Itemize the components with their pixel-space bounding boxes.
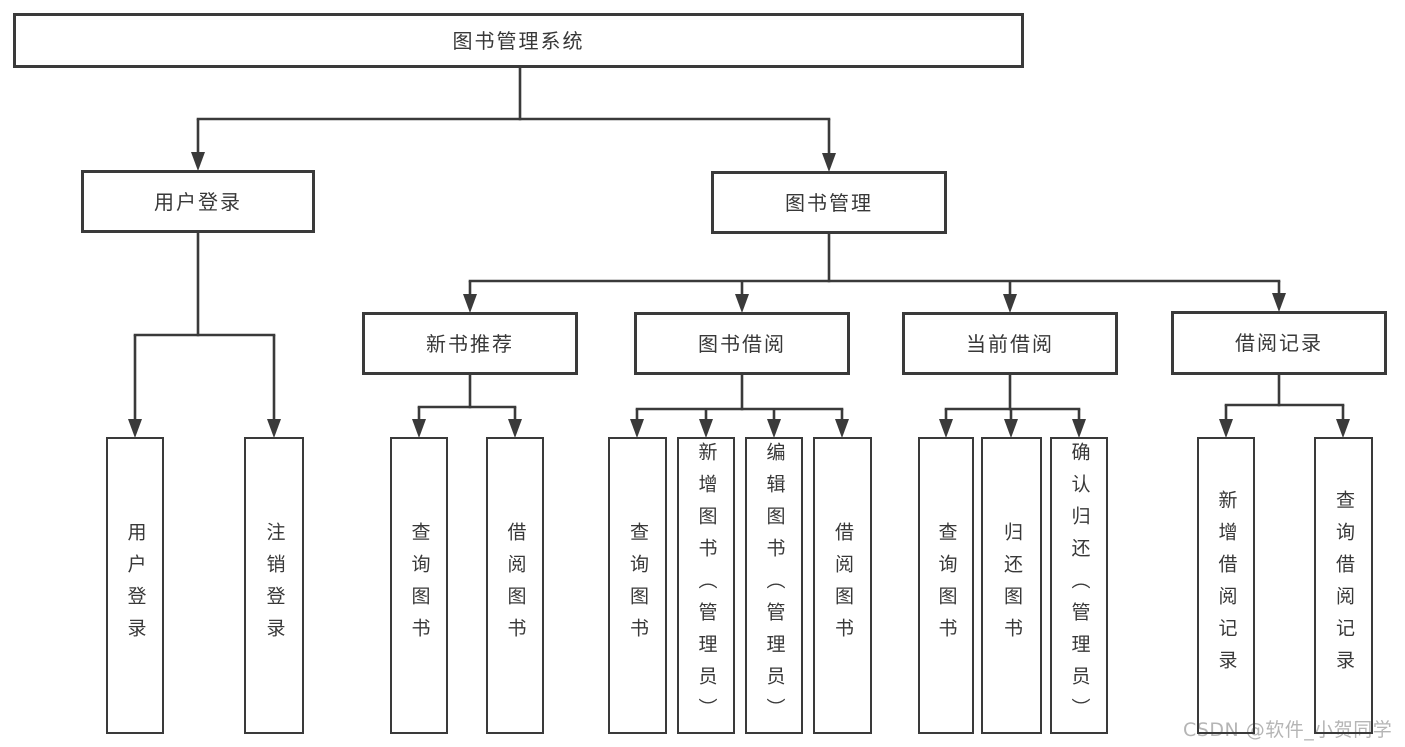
leaf-add-borrow-record: 新增借阅记录 [1197,437,1255,734]
node-current-borrowing: 当前借阅 [902,312,1118,375]
arrowhead-icon [128,419,142,438]
arrowhead-icon [630,419,644,438]
arrowhead-icon [508,419,522,438]
arrowhead-icon [1272,293,1286,312]
node-label: 新书推荐 [426,331,514,356]
node-book-borrowing: 图书借阅 [634,312,850,375]
leaf-return-books: 归还图书 [981,437,1042,734]
node-label: 归还图书 [1001,521,1023,650]
node-label: 新增借阅记录 [1215,489,1238,682]
node-label: 确认归还（管理员） [1068,441,1091,730]
arrowhead-icon [191,152,205,171]
leaf-borrow-books-recommend: 借阅图书 [486,437,544,734]
leaf-borrow-books-borrowing: 借阅图书 [813,437,872,734]
node-label: 新增图书（管理员） [695,441,718,730]
arrowhead-icon [735,294,749,313]
watermark-text: CSDN @软件_小贺同学 [1183,719,1393,741]
leaf-query-books-current: 查询图书 [918,437,974,734]
arrowhead-icon [767,419,781,438]
leaf-query-borrow-record: 查询借阅记录 [1314,437,1373,734]
leaf-logout: 注销登录 [244,437,304,734]
node-label: 当前借阅 [966,331,1054,356]
node-label: 用户登录 [154,189,242,214]
node-label: 查询图书 [408,521,431,650]
arrowhead-icon [463,294,477,313]
arrowhead-icon [267,419,281,438]
node-label: 查询借阅记录 [1333,489,1355,682]
node-label: 注销登录 [263,521,286,650]
node-label: 查询图书 [627,521,649,650]
node-label: 借阅图书 [832,521,854,650]
leaf-confirm-return-admin: 确认归还（管理员） [1050,437,1108,734]
arrowhead-icon [1336,419,1350,438]
node-label: 编辑图书（管理员） [763,441,786,730]
node-label: 借阅记录 [1235,331,1323,355]
leaf-edit-books-admin: 编辑图书（管理员） [745,437,803,734]
leaf-add-books-admin: 新增图书（管理员） [677,437,735,734]
arrowhead-icon [1072,419,1086,438]
arrowhead-icon [835,419,849,438]
node-new-book-recommend: 新书推荐 [362,312,578,375]
node-label: 借阅图书 [504,521,527,650]
node-root: 图书管理系统 [13,13,1024,68]
arrowhead-icon [822,153,836,172]
arrowhead-icon [1219,419,1233,438]
node-label: 用户登录 [124,521,147,650]
leaf-query-books-borrowing: 查询图书 [608,437,667,734]
node-borrowing-records: 借阅记录 [1171,311,1387,375]
arrowhead-icon [1004,419,1018,438]
node-label: 图书管理系统 [452,28,585,53]
node-label: 查询图书 [935,521,958,650]
arrowhead-icon [699,419,713,438]
arrowhead-icon [939,419,953,438]
node-label: 图书借阅 [698,331,786,356]
leaf-query-books-recommend: 查询图书 [390,437,448,734]
arrowhead-icon [412,419,426,438]
leaf-user-login: 用户登录 [106,437,164,734]
node-book-management: 图书管理 [711,171,947,234]
node-label: 图书管理 [785,190,873,215]
arrowhead-icon [1003,294,1017,313]
node-user-login: 用户登录 [81,170,315,233]
